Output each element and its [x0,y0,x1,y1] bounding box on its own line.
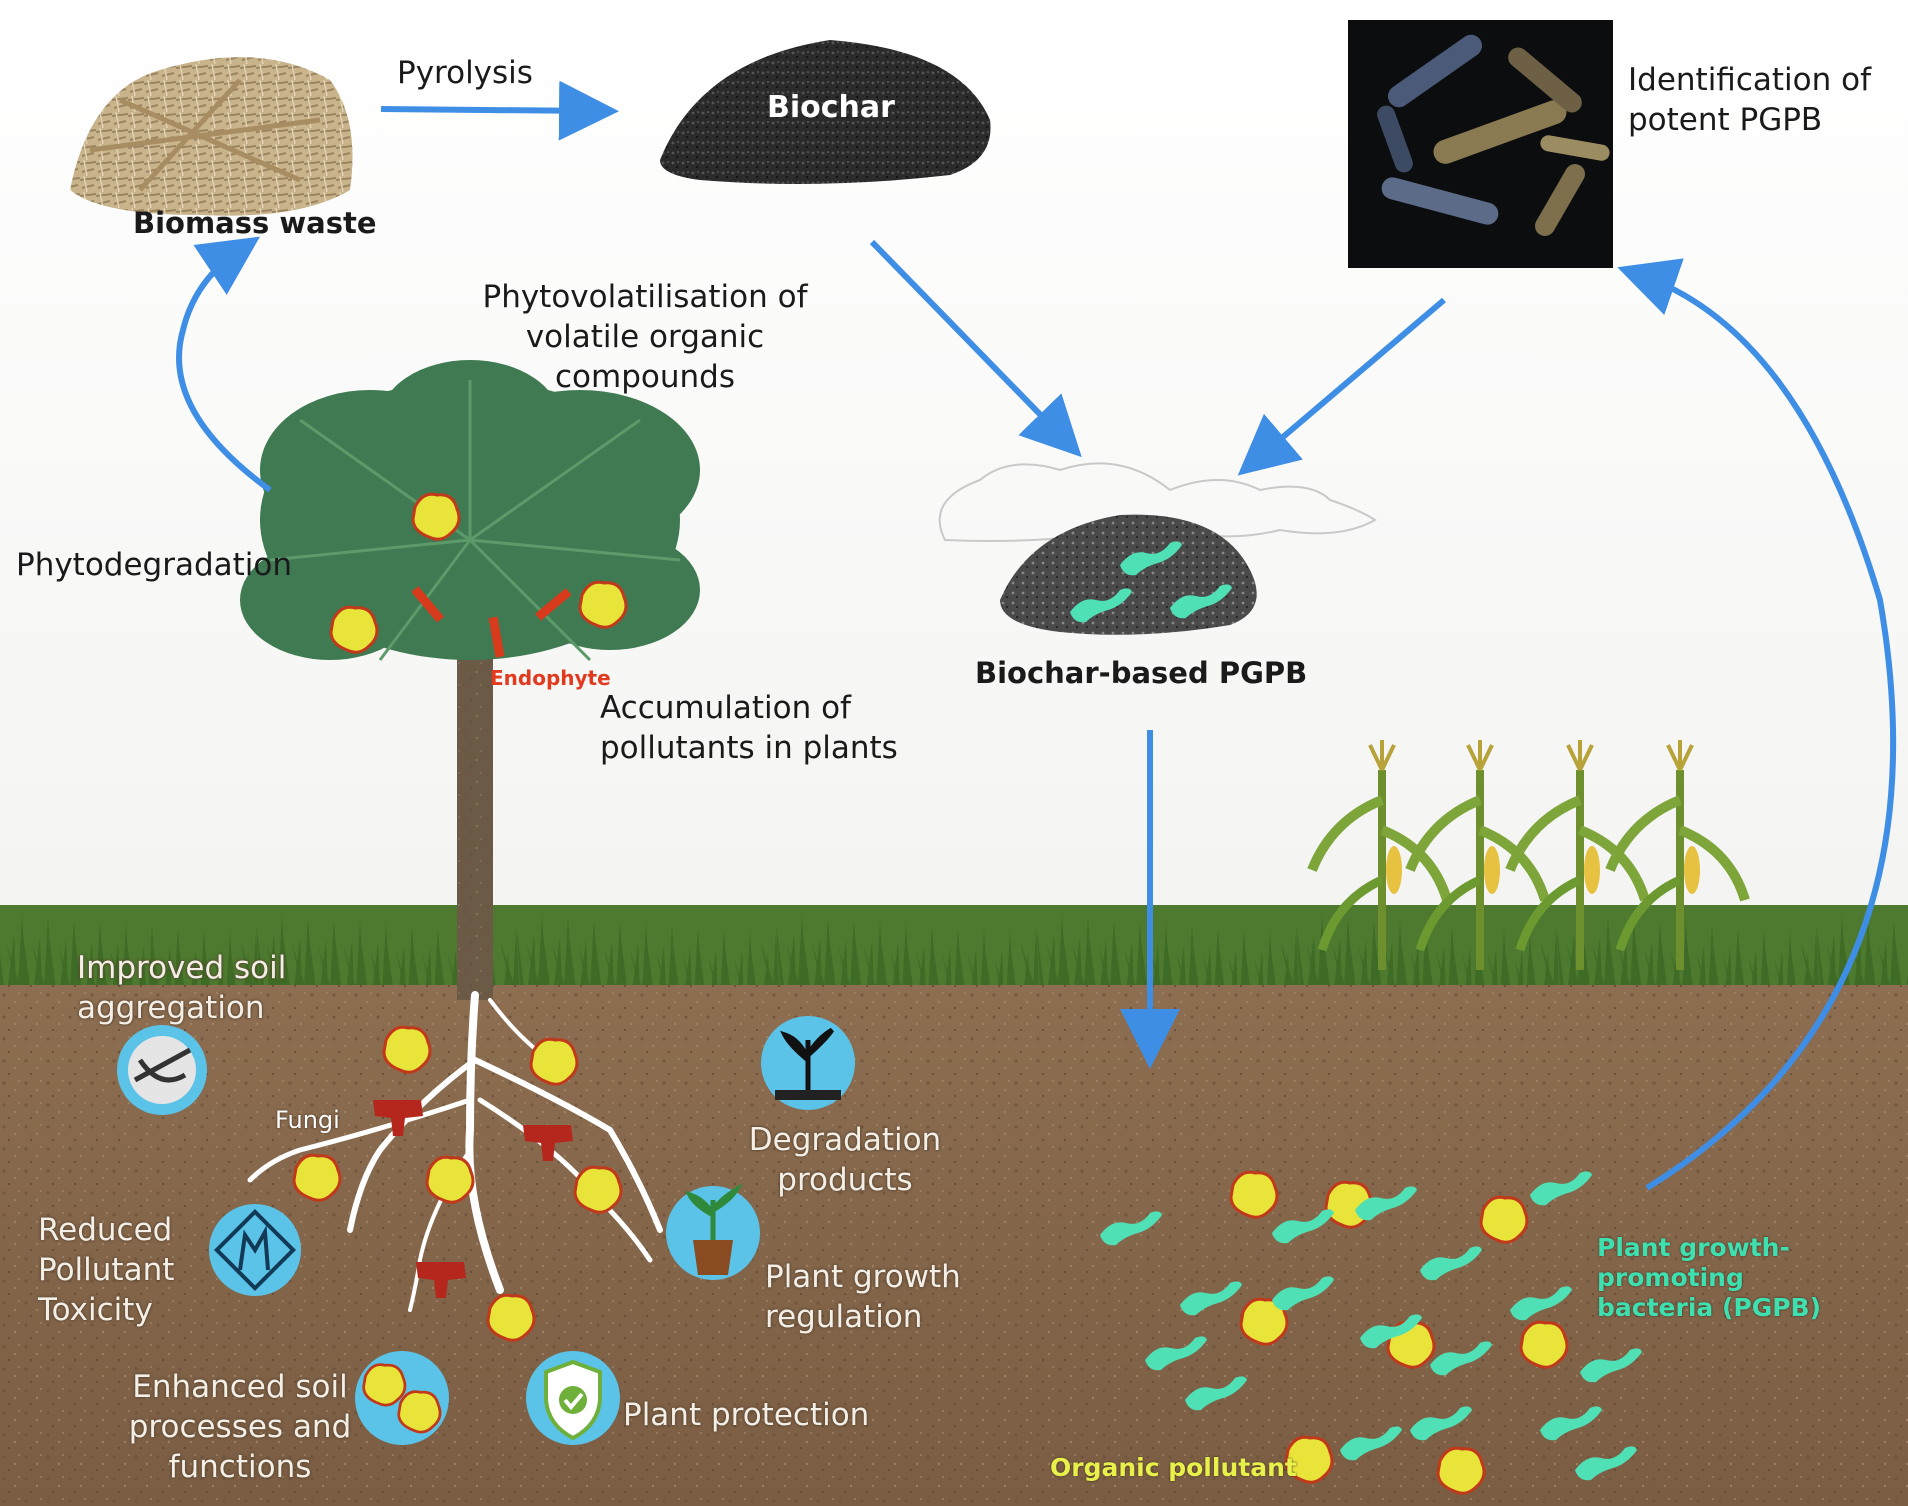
biomass-waste-pile [70,57,353,216]
biomass-waste-label: Biomass waste [133,206,377,240]
corn-plant [1307,740,1452,970]
identification-label: Identification of potent PGPB [1628,60,1871,140]
degradation-products-line-2: products [777,1162,913,1198]
endophyte-label: Endophyte [490,666,611,690]
reduced-toxicity-line-1: Reduced [38,1212,173,1248]
plant-roots [247,991,663,1312]
plant-protection-icon [526,1351,620,1445]
degradation-products-label: Degradation products [720,1120,970,1200]
plant-protection-label: Plant protection [623,1397,870,1433]
enhanced-soil-line-3: functions [168,1449,312,1485]
pgpb-label: Plant growth- promoting bacteria (PGPB) [1597,1233,1821,1323]
degradation-products-line-1: Degradation [748,1122,942,1158]
pgpb-microscopy-image [1348,20,1613,268]
grass-band [0,905,1908,1003]
reduced-toxicity-line-3: Toxicity [38,1292,153,1328]
accumulation-line-2: pollutants in plants [600,730,898,766]
degradation-products-icon [761,1016,855,1110]
pyrolysis-label: Pyrolysis [397,55,533,91]
improved-soil-line-2: aggregation [77,990,265,1026]
flow-arrows [176,80,1897,1191]
plant-growth-icon [666,1183,760,1280]
enhanced-soil-line-2: processes and [128,1409,352,1445]
identification-arrow [1617,258,1897,1191]
plant-growth-regulation-line-2: regulation [765,1299,923,1335]
pgpb-line-2: promoting [1597,1263,1744,1292]
phytodegradation-label: Phytodegradation [16,547,293,583]
corn-plants [1307,740,1750,970]
biochar-to-pile-arrow [869,239,1082,458]
enhanced-soil-line-1: Enhanced soil [132,1369,348,1405]
identification-line-1: Identification of [1628,62,1871,98]
reduced-toxicity-line-2: Pollutant [38,1252,175,1288]
enhanced-soil-icon [355,1351,449,1445]
phytodegradation-arrow [176,236,272,493]
enhanced-soil-label: Enhanced soil processes and functions [115,1367,365,1487]
fungi-label: Fungi [275,1106,340,1134]
phytovolatilisation-line-2: volatile organic [525,319,765,355]
phytovolatilisation-line-1: Phytovolatilisation of [482,279,808,315]
reduced-toxicity-label: Reduced Pollutant Toxicity [38,1210,174,1330]
phytovolatilisation-line-3: compounds [555,359,735,395]
biochar-pile [660,40,991,184]
biochar-label: Biochar [767,90,895,125]
pgpb-line-3: bacteria (PGPB) [1597,1293,1822,1322]
biochar-based-pgpb-label: Biochar-based PGPB [975,656,1308,690]
improved-soil-line-1: Improved soil [77,950,287,986]
plant-growth-regulation-line-1: Plant growth [765,1259,961,1295]
corn-plant [1505,740,1650,970]
plant-growth-regulation-label: Plant growth regulation [765,1257,961,1337]
identification-line-2: potent PGPB [1628,102,1823,138]
palm-tree [240,360,700,1000]
soil-aggregation-icon [117,1025,207,1115]
accumulation-label: Accumulation of pollutants in plants [600,688,898,768]
pgpb-to-pile-arrow [1237,297,1446,476]
accumulation-line-1: Accumulation of [600,690,851,726]
reduced-toxicity-icon [209,1204,301,1296]
pyrolysis-arrow [380,80,619,141]
phytovolatilisation-label: Phytovolatilisation of volatile organic … [460,277,830,397]
endophyte-marks [411,586,572,658]
improved-soil-label: Improved soil aggregation [77,948,286,1028]
pgpb-line-1: Plant growth- [1597,1233,1790,1262]
organic-pollutant-label: Organic pollutant [1050,1453,1297,1482]
corn-plant [1605,740,1750,970]
